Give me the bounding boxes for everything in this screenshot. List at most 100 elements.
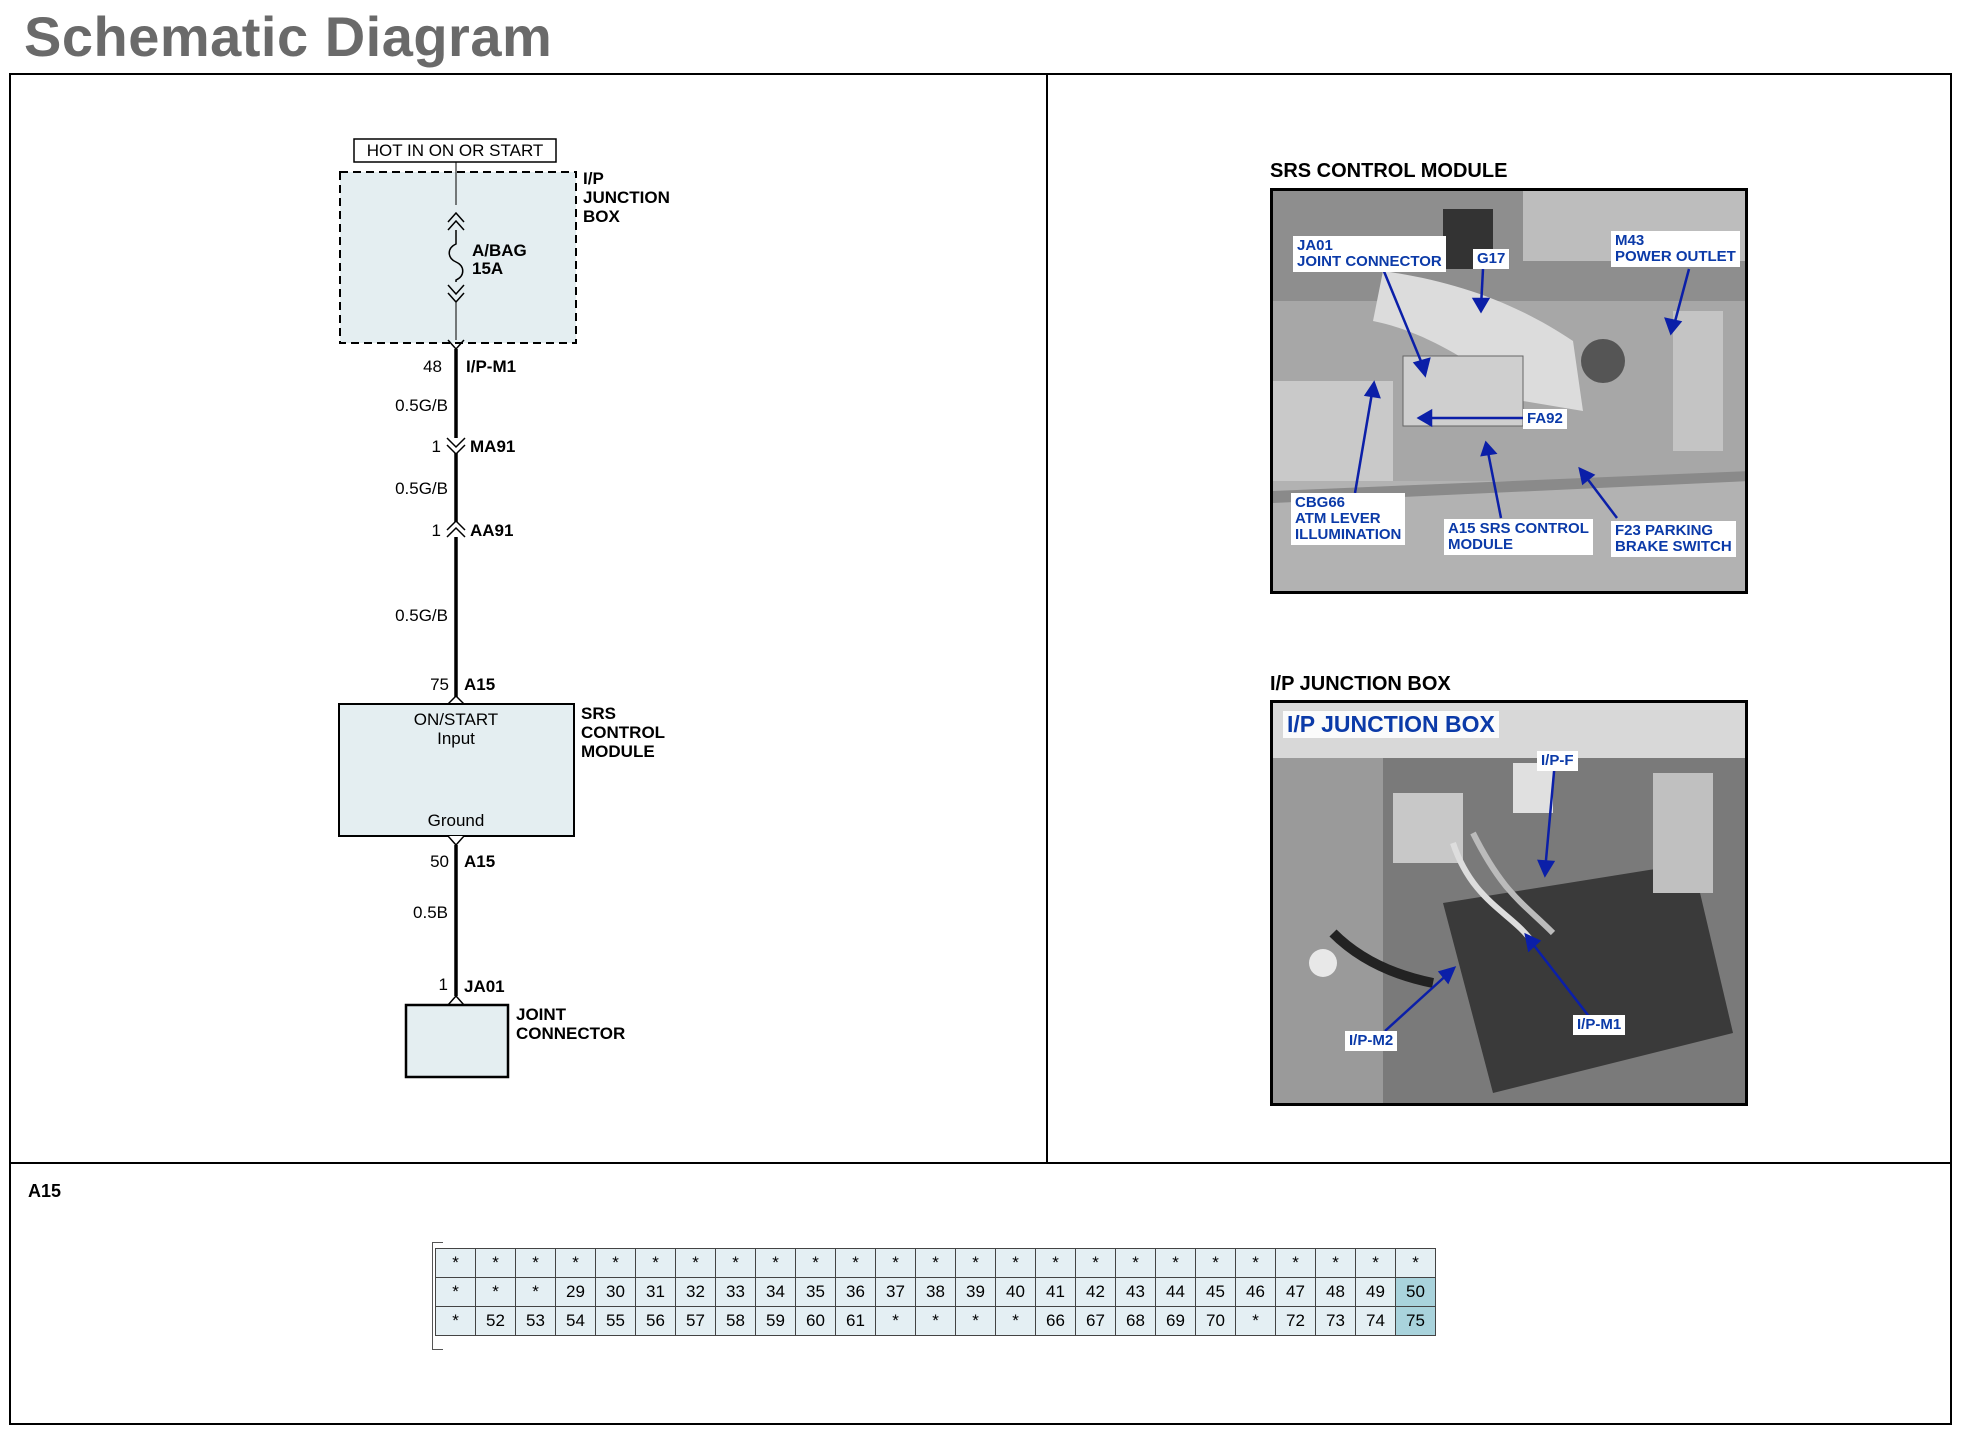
pin-cell: * [755, 1248, 796, 1278]
pin-cell: 72 [1275, 1306, 1316, 1336]
pin-cell: 52 [475, 1306, 516, 1336]
conn-ja01-name: JA01 [464, 977, 505, 996]
pin-cell: 74 [1355, 1306, 1396, 1336]
pin-cell: 60 [795, 1306, 836, 1336]
callout-g17: G17 [1473, 249, 1510, 269]
pin-cell: 42 [1075, 1277, 1116, 1307]
pin-cell: 48 [1315, 1277, 1356, 1307]
callout-fa92: FA92 [1523, 409, 1567, 429]
photo-srs-control-module: JA01 JOINT CONNECTOR G17 M43 POWER OUTLE… [1270, 188, 1748, 594]
pin-cell: 55 [595, 1306, 636, 1336]
connector-a15-bottom-icon [447, 835, 465, 847]
pin-cell: * [1235, 1306, 1276, 1336]
conn-ipm1-name: I/P-M1 [466, 357, 516, 376]
pin-cell: 30 [595, 1277, 636, 1307]
pin-cell: 34 [755, 1277, 796, 1307]
pin-cell: * [1075, 1248, 1116, 1278]
callout-f23: F23 PARKING BRAKE SWITCH [1611, 521, 1736, 557]
pin-cell: 61 [835, 1306, 876, 1336]
pin-cell: 53 [515, 1306, 556, 1336]
wire1-label: 0.5G/B [395, 396, 448, 415]
pin-cell: * [1155, 1248, 1196, 1278]
pin-cell: * [795, 1248, 836, 1278]
connector-a15-top-icon [447, 694, 465, 705]
vertical-divider [1046, 73, 1048, 1163]
pin-cell: 69 [1155, 1306, 1196, 1336]
pin-cell: * [1195, 1248, 1236, 1278]
pin-cell: * [1355, 1248, 1396, 1278]
pin-cell: 68 [1115, 1306, 1156, 1336]
pin-cell: 58 [715, 1306, 756, 1336]
wire3-label: 0.5G/B [395, 606, 448, 625]
junction-box-label-line2: JUNCTION [583, 188, 670, 207]
callout-ja01: JA01 JOINT CONNECTOR [1293, 236, 1446, 272]
conn-aa91-name: AA91 [470, 521, 513, 540]
pin-cell: * [995, 1306, 1036, 1336]
conn-ipm1-pin: 48 [423, 357, 442, 376]
srs-module-label-line2: CONTROL [581, 723, 665, 742]
pin-cell: 66 [1035, 1306, 1076, 1336]
conn-a15-top-name: A15 [464, 675, 495, 694]
pin-cell: * [955, 1306, 996, 1336]
pin-cell: 44 [1155, 1277, 1196, 1307]
callout-ipm1: I/P-M1 [1573, 1015, 1626, 1035]
fuse-icon [448, 230, 464, 282]
module-input-line1: ON/START [414, 710, 498, 729]
fuse-top-chevron-icon [447, 211, 465, 231]
photo2-title: I/P JUNCTION BOX [1270, 673, 1451, 695]
connector-ma91-icon [446, 437, 466, 456]
pin-cell: 39 [955, 1277, 996, 1307]
conn-a15-bot-pin: 50 [430, 852, 449, 871]
callout-ipm2: I/P-M2 [1345, 1031, 1398, 1051]
fuse-name: A/BAG [472, 241, 527, 260]
pin-cell: 36 [835, 1277, 876, 1307]
pin-cell: * [1235, 1248, 1276, 1278]
power-label: HOT IN ON OR START [367, 141, 544, 160]
conn-ja01-pin: 1 [439, 975, 448, 994]
srs-module-box [338, 703, 575, 837]
callout-cbg66: CBG66 ATM LEVER ILLUMINATION [1291, 493, 1406, 545]
pin-cell: 56 [635, 1306, 676, 1336]
photo-ip-junction-box: I/P JUNCTION BOX I/P-F I/P-M2 I/P-M1 [1270, 700, 1748, 1106]
photo2-shapes [1273, 703, 1745, 1103]
pin-cell: * [915, 1248, 956, 1278]
junction-box-label: I/P JUNCTION BOX [583, 169, 675, 226]
pin-cell: 46 [1235, 1277, 1276, 1307]
pin-cell: 38 [915, 1277, 956, 1307]
conn-a15-bot-name: A15 [464, 852, 495, 871]
pin-cell: * [435, 1277, 476, 1307]
wire2-label: 0.5G/B [395, 479, 448, 498]
joint-connector-box [404, 1003, 510, 1079]
pin-cell: 50 [1395, 1277, 1436, 1307]
pin-cell: 54 [555, 1306, 596, 1336]
pin-cell: 37 [875, 1277, 916, 1307]
fuse-label: A/BAG 15A [472, 241, 532, 278]
joint-connector-label: JOINT CONNECTOR [516, 1005, 625, 1043]
pin-cell: 59 [755, 1306, 796, 1336]
pin-row: ************************* [435, 1248, 1436, 1278]
module-ground-label: Ground [428, 811, 485, 830]
pin-cell: 33 [715, 1277, 756, 1307]
pin-cell: * [515, 1277, 556, 1307]
pin-cell: 29 [555, 1277, 596, 1307]
wire4-label: 0.5B [413, 903, 448, 922]
joint-connector-label-line1: JOINT [516, 1005, 567, 1024]
diagram-frame [9, 73, 1952, 1425]
pin-cell: * [1395, 1248, 1436, 1278]
pin-cell: 49 [1355, 1277, 1396, 1307]
callout-m43: M43 POWER OUTLET [1611, 231, 1740, 267]
conn-ma91-name: MA91 [470, 437, 515, 456]
pin-cell: 57 [675, 1306, 716, 1336]
photo1-arrows [1353, 268, 1691, 519]
pin-cell: * [1275, 1248, 1316, 1278]
pin-cell: * [635, 1248, 676, 1278]
pin-cell: * [835, 1248, 876, 1278]
pin-cell: * [715, 1248, 756, 1278]
power-label-box [353, 138, 557, 163]
pin-cell: * [875, 1306, 916, 1336]
pin-cell: 75 [1395, 1306, 1436, 1336]
pin-cell: 32 [675, 1277, 716, 1307]
